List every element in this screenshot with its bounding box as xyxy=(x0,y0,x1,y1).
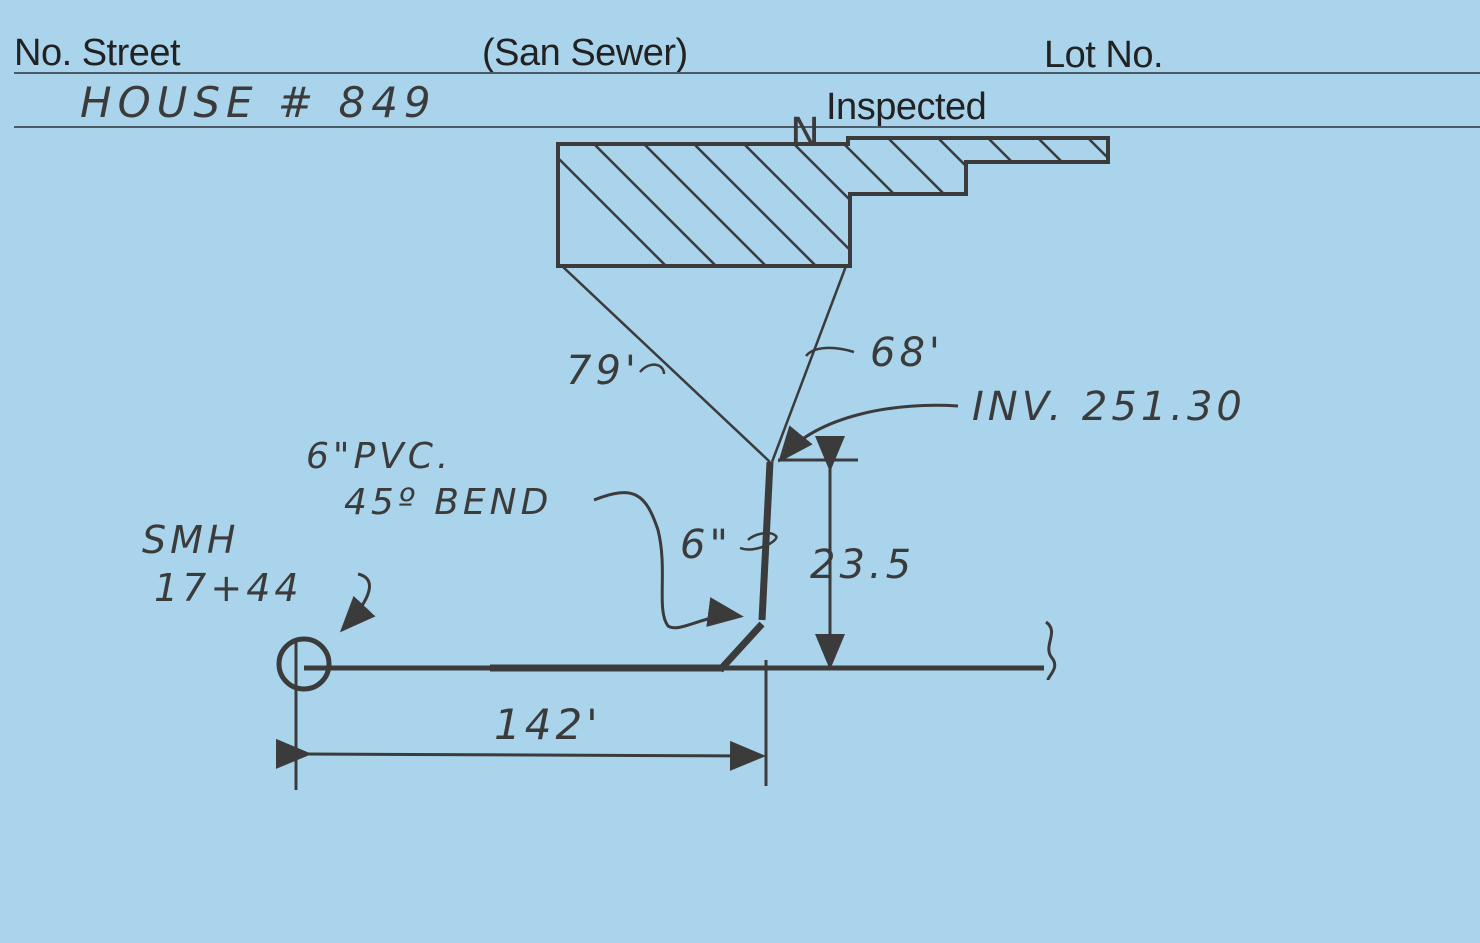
pipe-size: 6" xyxy=(680,522,732,568)
service-pipe xyxy=(758,461,774,621)
tie-mark-right xyxy=(805,346,855,357)
bend-fitting xyxy=(717,621,765,673)
distance-dimension: 142' xyxy=(494,700,602,749)
manhole-station: 17+44 xyxy=(154,566,303,610)
tie-line-right xyxy=(770,265,848,463)
bend-leader xyxy=(593,491,744,630)
manhole-label: SMH xyxy=(142,518,240,562)
manhole-symbol xyxy=(276,636,332,692)
right-tie-dimension: 68' xyxy=(870,330,944,376)
break-mark xyxy=(1044,620,1057,681)
tie-mark-left xyxy=(639,363,666,375)
north-arrow: N xyxy=(790,110,824,156)
house-number: HOUSE # 849 xyxy=(80,78,437,127)
building-footprint xyxy=(556,136,1110,268)
tie-line-left xyxy=(561,265,771,463)
bend-type: 45º BEND xyxy=(344,482,553,523)
header-rule-bottom xyxy=(14,126,1480,128)
distance-dim-line xyxy=(275,738,766,771)
sewer-label: (San Sewer) xyxy=(482,32,688,74)
header-rule-top xyxy=(14,72,1480,74)
left-tie-dimension: 79' xyxy=(566,348,640,394)
pipe-material: 6"PVC. xyxy=(306,436,453,477)
invert-leader xyxy=(778,403,959,463)
invert-elevation: INV. 251.30 xyxy=(972,384,1246,430)
pipe-size-mark xyxy=(739,531,778,551)
inspected-label: Inspected xyxy=(826,86,987,128)
depth-dimension: 23.5 xyxy=(810,542,916,588)
manhole-leader xyxy=(339,572,376,633)
lot-label: Lot No. xyxy=(1044,34,1164,76)
street-label: No. Street xyxy=(14,32,181,74)
